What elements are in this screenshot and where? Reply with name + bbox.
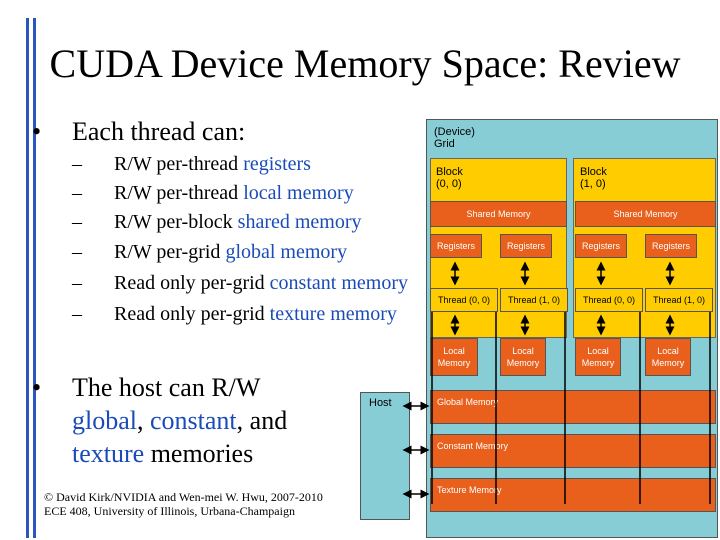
- host-texture-word: texture: [72, 439, 145, 468]
- thread-capability-item: – Read only per-grid texture memory: [72, 304, 397, 324]
- capability-memory-type: constant memory: [269, 272, 408, 294]
- thread-capability-item: – R/W per-grid global memory: [72, 242, 347, 262]
- device-grid-label: (Device) Grid: [434, 126, 475, 150]
- left-accent-bar-2: [33, 18, 36, 538]
- capability-prefix: R/W per-grid: [114, 241, 226, 263]
- dash-glyph: –: [72, 153, 82, 175]
- bullet-host-line1: The host can R/W: [72, 373, 261, 402]
- copyright-line2: ECE 408, University of Illinois, Urbana-…: [44, 504, 295, 519]
- registers-b0-t0: Registers: [430, 234, 482, 258]
- texture-memory: Texture Memory: [430, 478, 716, 512]
- dash-glyph: –: [72, 241, 82, 263]
- host-global-word: global: [72, 406, 137, 435]
- slide-title: CUDA Device Memory Space: Review: [49, 41, 681, 86]
- shared-memory-block-1: Shared Memory: [575, 201, 716, 227]
- capability-memory-type: local memory: [243, 182, 354, 204]
- copyright-line1: © David Kirk/NVIDIA and Wen-mei W. Hwu, …: [44, 490, 323, 504]
- global-memory: Global Memory: [430, 390, 716, 424]
- capability-memory-type: registers: [243, 153, 311, 175]
- local-memory-b1-t0: Local Memory: [575, 338, 621, 376]
- capability-memory-type: shared memory: [237, 211, 362, 233]
- block-0-0-label: Block (0, 0): [436, 166, 463, 190]
- bullet-glyph: •: [32, 373, 42, 402]
- registers-b1-t1: Registers: [645, 234, 697, 258]
- capability-memory-type: texture memory: [269, 303, 397, 325]
- shared-memory-block-0: Shared Memory: [430, 201, 567, 227]
- thread-capability-item: – R/W per-thread local memory: [72, 183, 354, 203]
- left-accent-bar: [26, 18, 29, 538]
- capability-prefix: R/W per-block: [114, 211, 238, 233]
- bullet-host-line2: global, constant, and: [72, 405, 287, 436]
- bullet-host-line3: texture memories: [72, 438, 253, 469]
- dash-glyph: –: [72, 272, 82, 294]
- thread-capability-item: – R/W per-block shared memory: [72, 212, 362, 232]
- thread-b0-t1: Thread (1, 0): [500, 288, 568, 312]
- capability-prefix: R/W per-thread: [114, 182, 244, 204]
- dash-glyph: –: [72, 182, 82, 204]
- thread-b0-t0: Thread (0, 0): [430, 288, 498, 312]
- host-comma: ,: [137, 406, 150, 435]
- thread-capability-item: – R/W per-thread registers: [72, 154, 311, 174]
- bullet-host: • The host can R/W: [32, 372, 260, 403]
- dash-glyph: –: [72, 303, 82, 325]
- host-box: Host: [360, 392, 410, 520]
- thread-capability-item: – Read only per-grid constant memory: [72, 273, 408, 293]
- bullet-thread-text: Each thread can:: [72, 117, 246, 146]
- registers-b0-t1: Registers: [500, 234, 552, 258]
- host-memories: memories: [144, 439, 254, 468]
- thread-b1-t1: Thread (1, 0): [645, 288, 713, 312]
- host-constant-word: constant: [150, 406, 237, 435]
- dash-glyph: –: [72, 211, 82, 233]
- bullet-thread: • Each thread can:: [32, 116, 245, 147]
- registers-b1-t0: Registers: [575, 234, 627, 258]
- capability-prefix: Read only per-grid: [114, 303, 270, 325]
- thread-b1-t0: Thread (0, 0): [575, 288, 643, 312]
- host-and: , and: [236, 406, 288, 435]
- local-memory-b0-t1: Local Memory: [500, 338, 546, 376]
- bullet-glyph: •: [32, 117, 42, 146]
- local-memory-b0-t0: Local Memory: [430, 338, 478, 376]
- local-memory-b1-t1: Local Memory: [645, 338, 691, 376]
- capability-memory-type: global memory: [225, 241, 348, 263]
- capability-prefix: Read only per-grid: [114, 272, 270, 294]
- block-1-0-label: Block (1, 0): [580, 166, 607, 190]
- copyright-notice: © David Kirk/NVIDIA and Wen-mei W. Hwu, …: [44, 490, 323, 519]
- constant-memory: Constant Memory: [430, 434, 716, 468]
- capability-prefix: R/W per-thread: [114, 153, 244, 175]
